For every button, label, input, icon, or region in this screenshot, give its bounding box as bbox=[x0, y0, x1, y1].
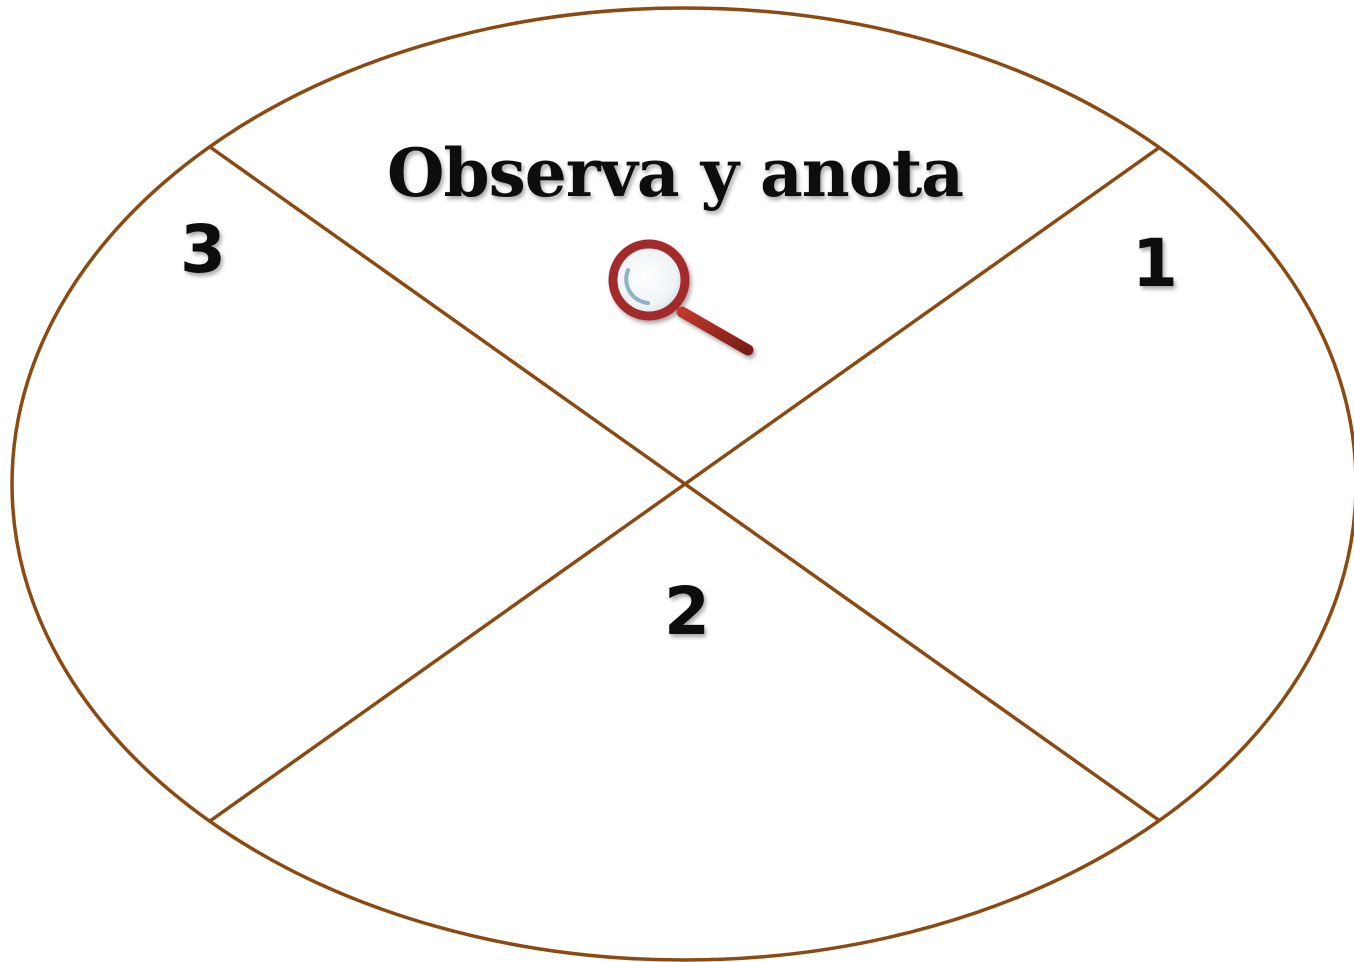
section-label-1: 1 bbox=[1132, 225, 1178, 302]
section-label-3: 3 bbox=[180, 211, 226, 288]
section-label-2: 2 bbox=[664, 573, 710, 650]
outer-ellipse bbox=[10, 6, 1354, 962]
diagram-title: Observa y anota bbox=[387, 134, 963, 212]
divider-line-ascending bbox=[208, 145, 1162, 823]
magnifying-glass-icon bbox=[608, 239, 754, 356]
